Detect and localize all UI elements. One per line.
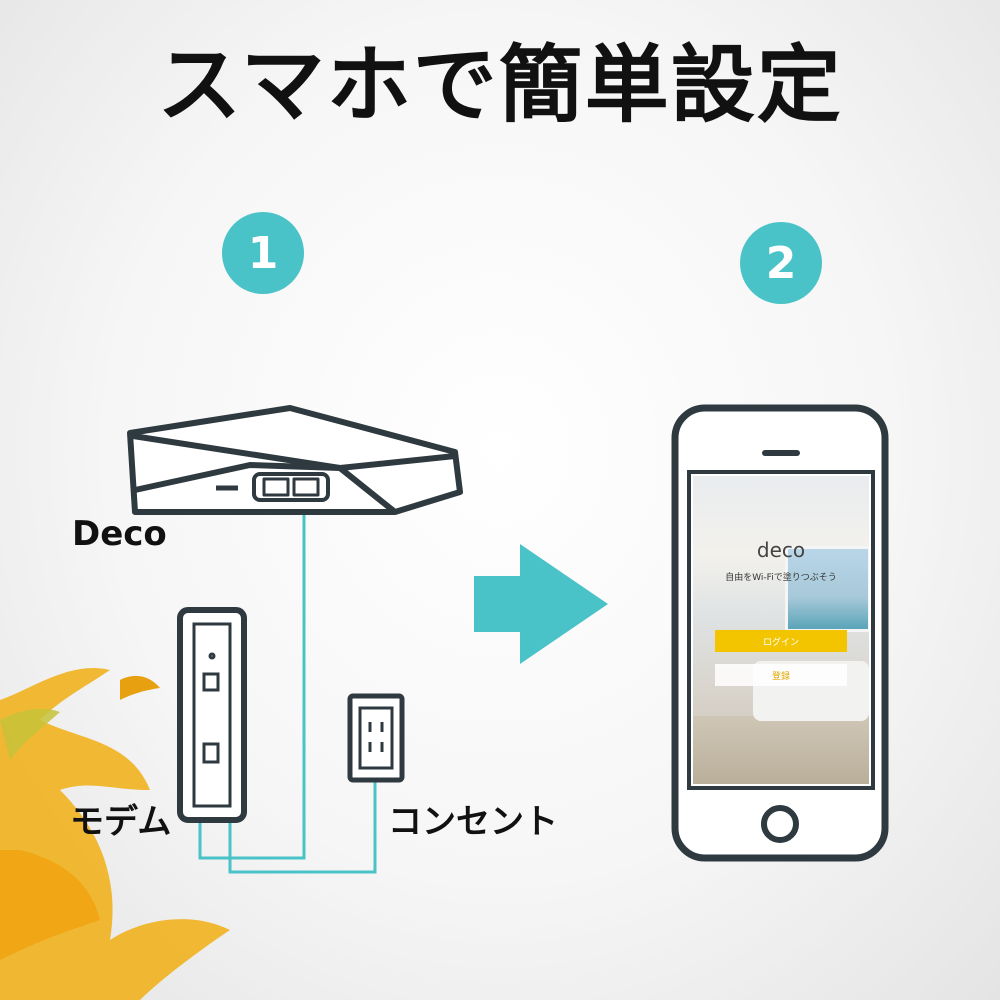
phone-screen: deco 自由をWi-Fiで塗りつぶそう ログイン 登録 <box>693 476 869 784</box>
modem-outlet-cable <box>228 782 377 874</box>
app-tagline: 自由をWi-Fiで塗りつぶそう <box>725 573 837 583</box>
page-title: スマホで簡単設定 <box>157 36 843 134</box>
step-2-badge: 2 <box>740 222 822 304</box>
deco-modem-cable <box>198 505 306 860</box>
cable-lines <box>198 505 377 874</box>
login-button[interactable]: ログイン <box>715 630 847 652</box>
outlet-label: コンセント <box>388 802 558 842</box>
outlet-icon <box>347 693 405 783</box>
deco-label: Deco <box>72 514 167 554</box>
modem-label: モデム <box>70 802 172 842</box>
modem-icon <box>177 607 247 823</box>
step-1-badge: 1 <box>222 212 304 294</box>
deco-router-icon <box>127 405 463 515</box>
arrow-right-icon <box>474 544 608 664</box>
room-window <box>785 546 869 632</box>
register-button[interactable]: 登録 <box>715 664 847 686</box>
deco-app-logo: deco <box>756 538 806 562</box>
room-floor <box>693 716 869 784</box>
